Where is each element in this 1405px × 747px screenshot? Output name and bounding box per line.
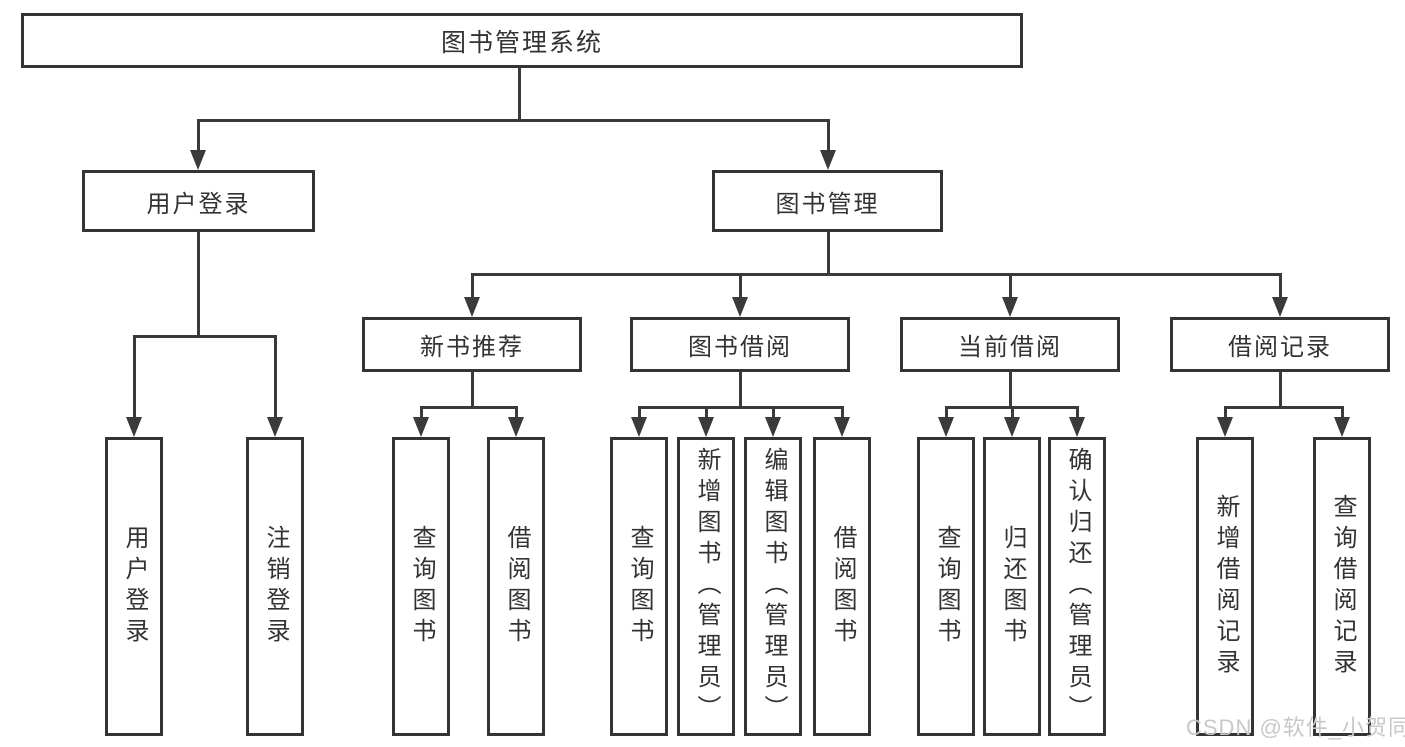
arrow-down-icon xyxy=(1217,417,1233,437)
connector-drop xyxy=(515,406,518,420)
connector-drop xyxy=(638,406,641,420)
leaf-query-books-current: 查询图书 xyxy=(917,437,975,736)
leaf-edit-books-admin: 编辑图书（管理员） xyxy=(744,437,802,736)
arrow-down-icon xyxy=(1069,417,1085,437)
connector-user-login-rail xyxy=(133,335,277,338)
leaf-borrow-books: 借阅图书 xyxy=(813,437,871,736)
leaf-borrow-books-recommend: 借阅图书 xyxy=(487,437,545,736)
leaf-label: 借阅图书 xyxy=(829,524,856,649)
connector-book-management-rail xyxy=(471,273,1282,276)
leaf-label: 查询图书 xyxy=(626,524,653,649)
connector-borrow-records-rail xyxy=(1224,406,1344,409)
leaf-label: 新增图书（管理员） xyxy=(693,447,720,726)
arrow-down-icon xyxy=(938,417,954,437)
leaf-user-login: 用户登录 xyxy=(105,437,163,736)
leaf-query-books-borrow: 查询图书 xyxy=(610,437,668,736)
connector-current-borrow-stem xyxy=(1009,372,1012,409)
leaf-add-borrow-record: 新增借阅记录 xyxy=(1196,437,1254,736)
leaf-label: 借阅图书 xyxy=(503,524,530,649)
connector-drop-current-borrow xyxy=(1009,273,1012,301)
arrow-down-icon xyxy=(1004,417,1020,437)
connector-new-book-rail xyxy=(420,406,518,409)
leaf-label: 查询借阅记录 xyxy=(1329,493,1356,680)
leaf-add-books-admin: 新增图书（管理员） xyxy=(677,437,735,736)
connector-drop-book-borrow xyxy=(739,273,742,301)
connector-borrow-records-stem xyxy=(1279,372,1282,409)
connector-drop-user-login xyxy=(197,119,200,154)
leaf-label: 查询图书 xyxy=(933,524,960,649)
connector-drop-new-book xyxy=(471,273,474,301)
arrow-down-icon xyxy=(1272,297,1288,317)
arrow-down-icon xyxy=(820,150,836,170)
node-library-management-system: 图书管理系统 xyxy=(21,13,1023,68)
arrow-down-icon xyxy=(464,297,480,317)
csdn-watermark: CSDN @软件_小贺同学 xyxy=(1186,715,1405,740)
node-user-login: 用户登录 xyxy=(82,170,315,232)
leaf-label: 编辑图书（管理员） xyxy=(760,447,787,726)
leaf-logout: 注销登录 xyxy=(246,437,304,736)
arrow-down-icon xyxy=(508,417,524,437)
arrow-down-icon xyxy=(126,417,142,437)
connector-drop-leaf-logout xyxy=(274,335,277,421)
leaf-query-borrow-record: 查询借阅记录 xyxy=(1313,437,1371,736)
connector-drop xyxy=(1011,406,1014,420)
arrow-down-icon xyxy=(765,417,781,437)
leaf-label: 用户登录 xyxy=(121,524,148,649)
connector-drop xyxy=(1224,406,1227,420)
connector-drop-book-management xyxy=(827,119,830,154)
connector-root-rail xyxy=(197,119,830,122)
connector-drop xyxy=(705,406,708,420)
arrow-down-icon xyxy=(698,417,714,437)
arrow-down-icon xyxy=(1334,417,1350,437)
connector-drop xyxy=(841,406,844,420)
leaf-label: 确认归还（管理员） xyxy=(1064,447,1091,726)
connector-book-borrow-stem xyxy=(739,372,742,409)
connector-drop-borrow-records xyxy=(1279,273,1282,301)
connector-book-management-stem xyxy=(827,232,830,273)
leaf-label: 查询图书 xyxy=(408,524,435,649)
node-borrow-records: 借阅记录 xyxy=(1170,317,1390,372)
leaf-label: 新增借阅记录 xyxy=(1212,493,1239,680)
connector-root-stem xyxy=(518,68,521,119)
leaf-confirm-return-admin: 确认归还（管理员） xyxy=(1048,437,1106,736)
arrow-down-icon xyxy=(267,417,283,437)
node-new-book-recommend: 新书推荐 xyxy=(362,317,582,372)
connector-new-book-stem xyxy=(471,372,474,409)
arrow-down-icon xyxy=(190,150,206,170)
connector-book-borrow-rail xyxy=(638,406,844,409)
leaf-query-books-recommend: 查询图书 xyxy=(392,437,450,736)
leaf-label: 注销登录 xyxy=(262,524,289,649)
connector-drop xyxy=(1341,406,1344,420)
node-current-borrow: 当前借阅 xyxy=(900,317,1120,372)
arrow-down-icon xyxy=(631,417,647,437)
arrow-down-icon xyxy=(834,417,850,437)
arrow-down-icon xyxy=(1002,297,1018,317)
leaf-label: 归还图书 xyxy=(999,524,1026,649)
node-book-management: 图书管理 xyxy=(712,170,943,232)
node-book-borrow: 图书借阅 xyxy=(630,317,850,372)
leaf-return-books: 归还图书 xyxy=(983,437,1041,736)
connector-drop xyxy=(420,406,423,420)
connector-user-login-stem xyxy=(197,232,200,335)
arrow-down-icon xyxy=(413,417,429,437)
connector-drop-leaf-user-login xyxy=(133,335,136,421)
arrow-down-icon xyxy=(732,297,748,317)
connector-drop xyxy=(1076,406,1079,420)
connector-drop xyxy=(772,406,775,420)
connector-drop xyxy=(945,406,948,420)
